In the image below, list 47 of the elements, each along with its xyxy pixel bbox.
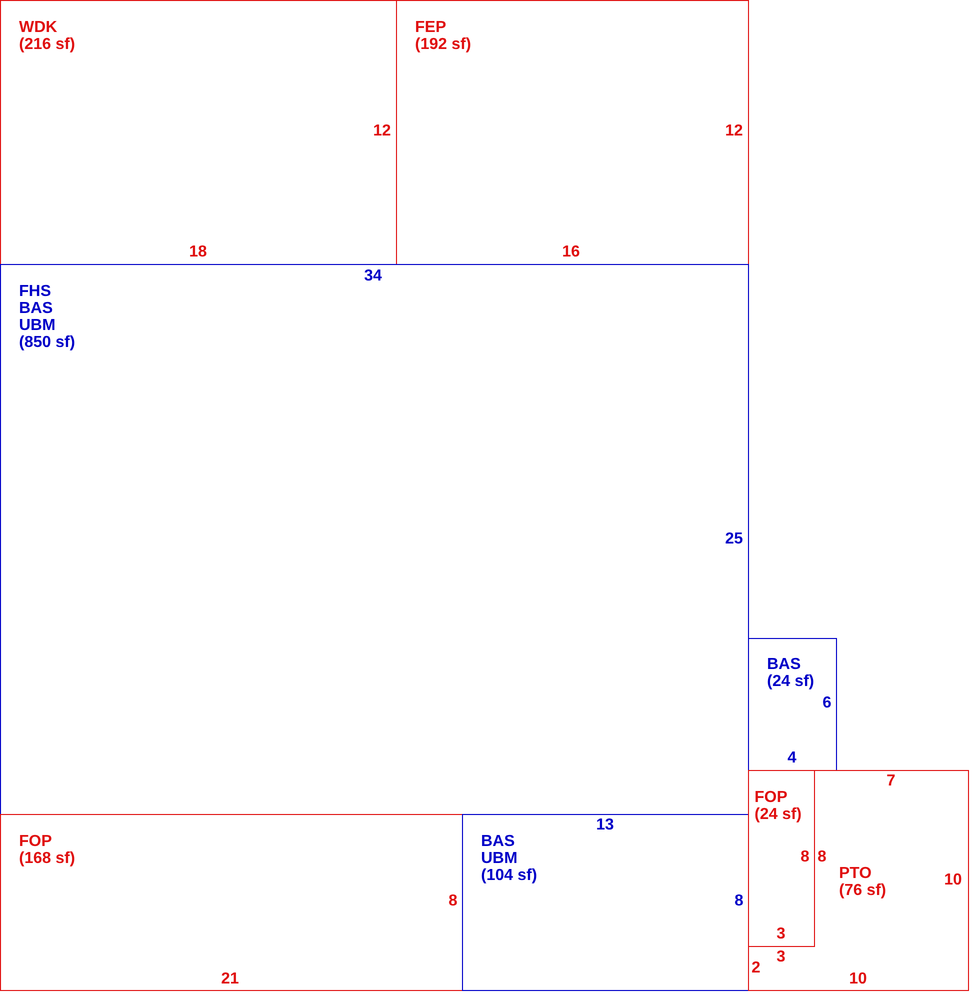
room-label: (168 sf) xyxy=(19,850,76,867)
room-label: (104 sf) xyxy=(481,867,538,884)
dimension-label: 34 xyxy=(364,268,382,284)
dimension-label: 3 xyxy=(776,948,786,966)
room-label: (216 sf) xyxy=(19,36,76,53)
dimension-label: 10 xyxy=(944,872,962,888)
room-label: (24 sf) xyxy=(767,673,814,690)
room-box xyxy=(0,264,749,815)
room-label: (850 sf) xyxy=(19,334,76,351)
dimension-label: 8 xyxy=(734,892,744,910)
dimension-label: 6 xyxy=(822,694,832,712)
room-label: FEP xyxy=(415,19,448,36)
room-label: FOP xyxy=(754,788,788,806)
dimension-label: 12 xyxy=(725,122,743,140)
room-label: FOP xyxy=(19,833,53,850)
room-box xyxy=(396,0,749,265)
room-label: UBM xyxy=(481,850,518,867)
dimension-label: 8 xyxy=(818,848,826,866)
dimension-label: 4 xyxy=(788,750,796,766)
dimension-label: 16 xyxy=(562,244,580,260)
dimension-label: 3 xyxy=(776,926,786,942)
dimension-label: 21 xyxy=(221,970,239,988)
dimension-label: 8 xyxy=(448,892,458,910)
dimension-label: 10 xyxy=(849,970,867,988)
room-label: (192 sf) xyxy=(415,36,472,53)
room-label: BAS xyxy=(19,300,54,317)
room-label: PTO xyxy=(839,865,873,882)
room-box xyxy=(748,770,814,946)
room-label: FHS xyxy=(19,283,52,300)
room-label: UBM xyxy=(19,317,56,334)
dimension-label: 7 xyxy=(886,772,896,790)
dimension-label: 13 xyxy=(596,816,614,834)
room-label: WDK xyxy=(19,19,58,36)
room-box xyxy=(748,638,837,771)
room-box xyxy=(0,814,463,991)
room-box xyxy=(0,0,397,265)
dimension-label: 12 xyxy=(373,122,391,140)
dimension-label: 18 xyxy=(189,244,207,260)
room-label: BAS xyxy=(767,656,802,673)
dimension-label: 2 xyxy=(752,960,760,976)
room-label: (76 sf) xyxy=(839,882,886,899)
dimension-label: 8 xyxy=(800,848,810,866)
room-box xyxy=(748,770,969,991)
room-label: BAS xyxy=(481,833,516,850)
room-label: (24 sf) xyxy=(754,806,802,822)
dimension-label: 25 xyxy=(725,530,743,548)
room-box xyxy=(462,814,749,991)
